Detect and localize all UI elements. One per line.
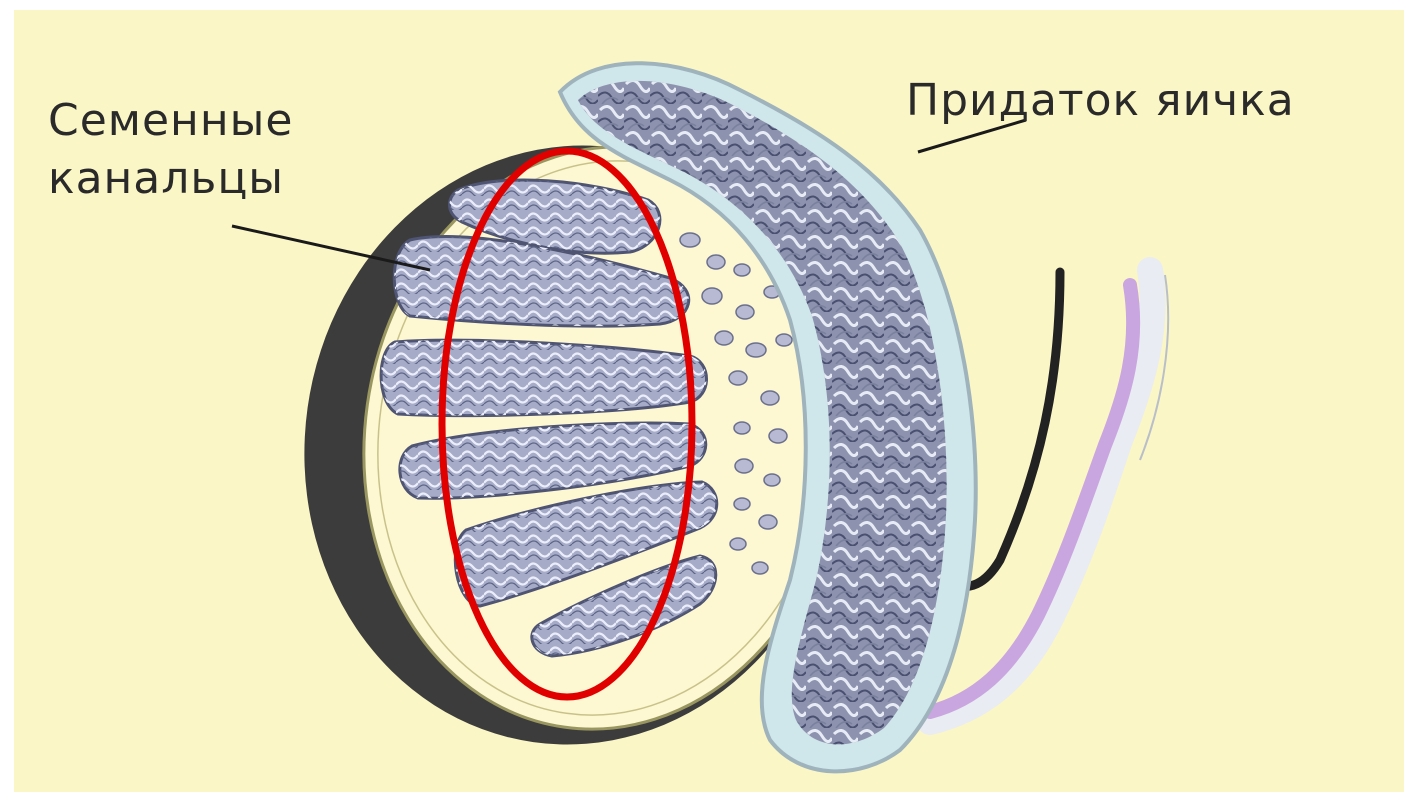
epididymis-label: Придаток яичка bbox=[906, 72, 1295, 130]
seminiferous-tubules-label: Семенные канальцы bbox=[48, 92, 378, 208]
label-line: Семенные bbox=[48, 92, 378, 150]
label-line: канальцы bbox=[48, 150, 378, 208]
